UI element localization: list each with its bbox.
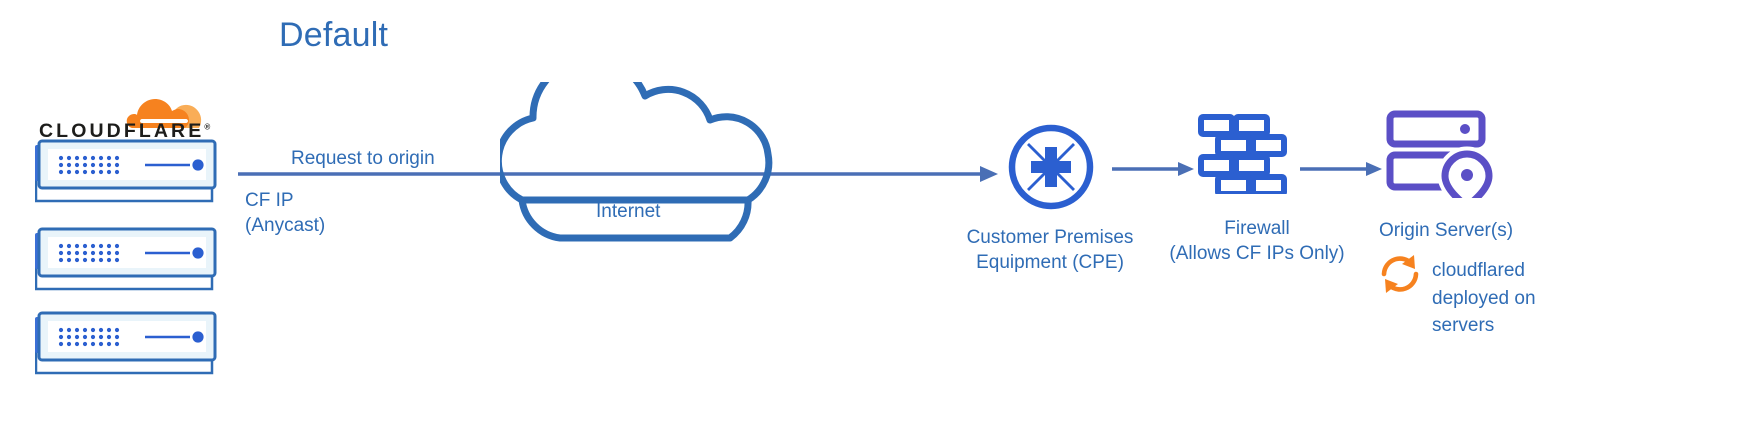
- firewall-to-origin-arrow-icon: [1300, 160, 1382, 178]
- cloudflare-edge-server-unit: [34, 139, 230, 205]
- brick-wall-icon: [1196, 114, 1288, 197]
- cf-ip-anycast-label: CF IP (Anycast): [245, 188, 325, 238]
- server-rack-location-pin-icon: [1386, 110, 1497, 216]
- internet-label: Internet: [596, 201, 661, 222]
- cloud-outline-icon: [494, 55, 792, 242]
- firewall-label-line-1: Firewall: [1224, 218, 1290, 239]
- cpe-to-firewall-arrow-icon: [1112, 160, 1194, 178]
- cloudflared-note-label: cloudflared deployed on servers: [1432, 260, 1536, 337]
- cpe-label-line-2: Equipment (CPE): [976, 252, 1124, 274]
- cpe-label: Customer Premises Equipment (CPE): [950, 225, 1150, 275]
- cf-ip-line-2: (Anycast): [245, 215, 326, 237]
- cpe-label-line-1: Customer Premises: [966, 227, 1134, 248]
- cloudflare-cloud-logo-icon: [36, 86, 226, 148]
- page-title: Default: [279, 16, 389, 54]
- cloudflare-edge-server-unit: [34, 311, 230, 377]
- request-to-origin-label: Request to origin: [291, 148, 435, 169]
- registered-trademark-icon: ®: [204, 122, 211, 132]
- cloudflare-wordmark: CLOUDFLARE®: [39, 120, 225, 142]
- origin-server-label: Origin Server(s): [1378, 220, 1514, 241]
- firewall-label-line-2: (Allows CF IPs Only): [1169, 243, 1345, 265]
- cf-ip-line-1: CF IP: [245, 190, 294, 211]
- request-flow-arrow-icon: [238, 160, 998, 188]
- cloudflare-edge-server-unit: [34, 227, 230, 293]
- router-converge-arrows-circle-icon: [1006, 122, 1096, 212]
- firewall-label: Firewall (Allows CF IPs Only): [1157, 216, 1357, 266]
- cloudflare-wordmark-text: CLOUDFLARE: [39, 120, 205, 142]
- sync-circular-arrows-icon: [1377, 253, 1423, 295]
